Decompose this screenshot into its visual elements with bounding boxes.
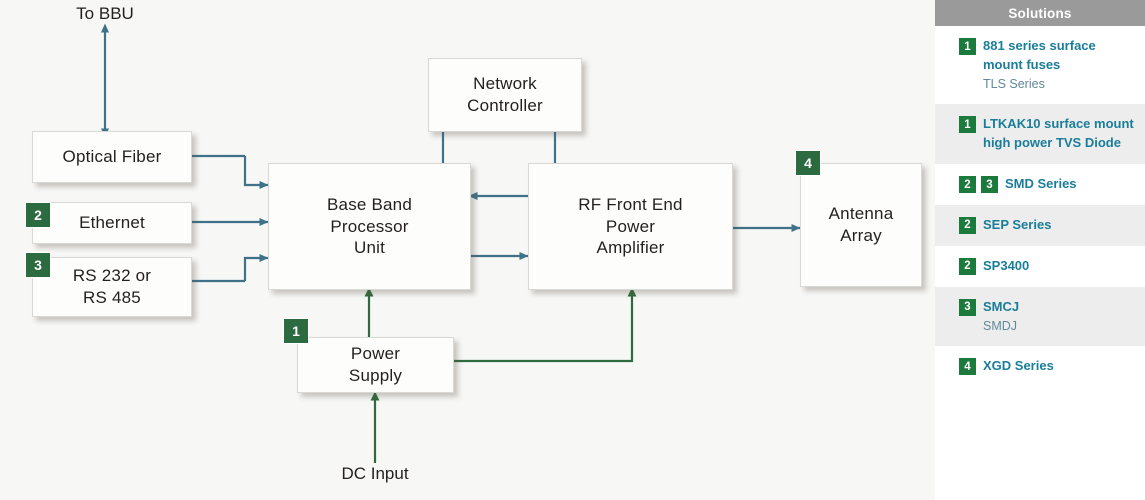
- node-rs232-rs485: RS 232 or RS 485: [32, 257, 192, 317]
- solution-badge: 3: [959, 298, 976, 316]
- badge-ethernet: 2: [25, 202, 51, 228]
- solution-badges: 1: [959, 115, 976, 134]
- badge-power-supply: 1: [283, 318, 309, 344]
- node-ethernet: Ethernet: [32, 202, 192, 244]
- solution-badge: 1: [959, 116, 976, 134]
- solution-row[interactable]: 3 SMCJ SMDJ: [935, 286, 1145, 347]
- solution-title[interactable]: LTKAK10 surface mount high power TVS Dio…: [983, 116, 1134, 151]
- solution-subtitle[interactable]: TLS Series: [983, 76, 1045, 91]
- solution-badges: 4: [959, 357, 976, 376]
- label-dc-input: DC Input: [341, 464, 409, 483]
- solution-texts: SMCJ SMDJ: [983, 298, 1019, 336]
- solution-title[interactable]: SEP Series: [983, 216, 1052, 232]
- solution-row[interactable]: 1 LTKAK10 surface mount high power TVS Di…: [935, 104, 1145, 165]
- badge-rs232: 3: [25, 252, 51, 278]
- label-to-bbu: To BBU: [76, 4, 134, 23]
- solution-title[interactable]: XGD Series: [983, 358, 1054, 374]
- solution-texts: SEP Series: [983, 216, 1051, 235]
- solution-texts: SP3400: [983, 257, 1029, 276]
- solution-texts: SMD Series: [1005, 175, 1077, 194]
- solution-texts: LTKAK10 surface mount high power TVS Dio…: [983, 115, 1136, 153]
- solution-badge: 2: [959, 176, 976, 194]
- node-network-controller: Network Controller: [428, 58, 582, 132]
- solution-texts: XGD Series: [983, 357, 1054, 376]
- solution-badges: 2: [959, 216, 976, 234]
- solution-row[interactable]: 2 SEP Series: [935, 204, 1145, 246]
- solution-title[interactable]: 881 series surface mount fuses: [983, 38, 1096, 72]
- node-optical-fiber: Optical Fiber: [32, 131, 192, 183]
- node-rf-front-end-power-amplifier: RF Front End Power Amplifier: [528, 163, 733, 290]
- solution-badges: 3: [959, 298, 976, 316]
- solution-title[interactable]: SP3400: [983, 257, 1030, 273]
- solution-badges: 2: [959, 257, 976, 275]
- solution-row[interactable]: 2 SP3400: [935, 246, 1145, 287]
- solution-subtitle[interactable]: SMDJ: [983, 318, 1018, 333]
- solution-badge: 3: [981, 176, 998, 194]
- solution-badge: 2: [959, 257, 976, 275]
- solutions-sidebar: Solutions 1 881 series surface mount fuse…: [935, 0, 1145, 500]
- solution-title[interactable]: SMCJ: [983, 298, 1020, 314]
- solution-badge: 1: [959, 38, 976, 55]
- solution-badges: 1: [959, 37, 976, 55]
- node-power-supply: Power Supply: [297, 337, 454, 393]
- solution-badge: 2: [959, 216, 976, 234]
- solutions-header: Solutions: [935, 0, 1145, 26]
- badge-antenna: 4: [795, 150, 821, 176]
- solution-title[interactable]: SMD Series: [1005, 176, 1077, 192]
- solution-badge: 4: [959, 358, 976, 376]
- block-diagram: To BBU DC Input Optical Fiber Ethernet R…: [25, 4, 922, 483]
- node-base-band-processor-unit: Base Band Processor Unit: [268, 163, 471, 290]
- node-antenna-array: Antenna Array: [800, 163, 922, 287]
- solution-row[interactable]: 4 XGD Series: [935, 346, 1145, 387]
